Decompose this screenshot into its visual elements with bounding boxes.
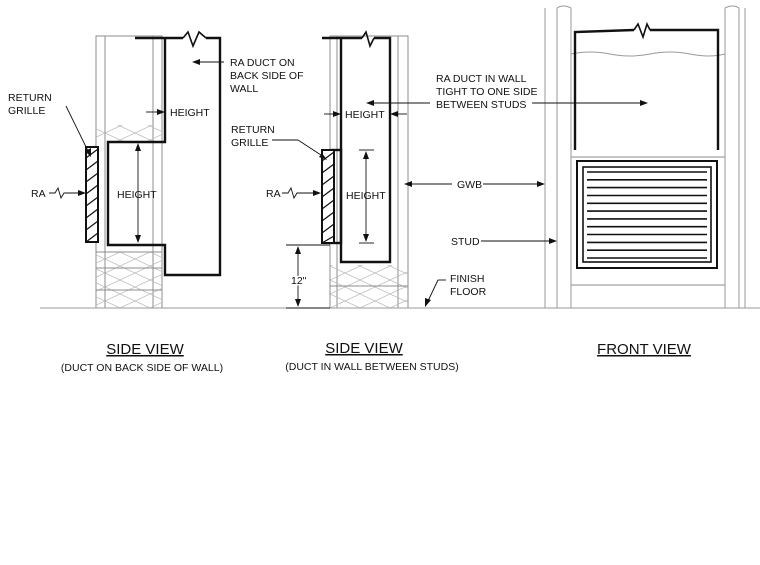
wall-framing-2 [329,35,409,309]
front-view-title: FRONT VIEW [597,341,692,358]
height-dim-top-1: HEIGHT [146,107,210,119]
grille-callout-2: RETURN GRILLE [231,124,327,160]
ra-duct-front [573,28,720,150]
side-view-2-title: SIDE VIEW [325,340,403,357]
return-grille-front [576,160,718,269]
height-dim-grille-1: HEIGHT [117,143,157,243]
wall-framing-1 [95,35,163,309]
break-symbol-2 [361,30,375,49]
height-label-top-1: HEIGHT [170,107,210,119]
dim-12-label: 12" [291,275,307,287]
stud-label: STUD [451,236,480,248]
svg-text:RA DUCT ON: RA DUCT ON [230,57,295,69]
side-view-1: HEIGHT HEIGHT RA DUCT ON BACK SIDE OF WA… [8,30,304,374]
finish-floor-line2: FLOOR [450,286,487,298]
front-view: RA DUCT IN WALL TIGHT TO ONE SIDE BETWEE… [366,5,746,358]
duct-label-1-line2: BACK SIDE OF [230,70,304,82]
duct-label-1-line3: WALL [230,83,258,95]
stud-callout: STUD [451,236,557,248]
front-duct-label-line2: TIGHT TO ONE SIDE [436,86,538,98]
side-view-2-subtitle: (DUCT IN WALL BETWEEN STUDS) [285,361,458,373]
dim-12-inch: 12" [286,244,330,309]
height-label-grille-1: HEIGHT [117,189,157,201]
return-grille-2 [321,148,343,245]
height-dim-top-2: HEIGHT [324,109,407,121]
ra-label-1: RA [31,188,46,200]
grille-slats [587,171,707,259]
grille-label-1-line1: RETURN [8,92,52,104]
side-view-2: HEIGHT HEIGHT 12" RETURN GRILLE [40,30,760,373]
ra-label-2: RA [266,188,281,200]
grille-label-2-line1: RETURN [231,124,275,136]
ra-arrow-1: RA [31,186,86,200]
wall-framing-front [544,5,746,308]
svg-text:WALL: WALL [230,83,258,95]
side-view-1-subtitle: (DUCT ON BACK SIDE OF WALL) [61,362,223,374]
svg-text:BACK SIDE OF: BACK SIDE OF [230,70,304,82]
height-label-top-2: HEIGHT [345,109,385,121]
duct-callout-1: RA DUCT ON BACK SIDE OF WALL [192,57,304,95]
grille-label-1-line2: GRILLE [8,105,45,117]
finish-floor-callout: FINISH FLOOR [425,273,487,307]
grille-label-2-line2: GRILLE [231,137,268,149]
grille-callout-1: RETURN GRILLE [8,92,91,157]
duct-callout-front: RA DUCT IN WALL TIGHT TO ONE SIDE BETWEE… [366,73,648,111]
break-symbol-front [633,21,651,40]
side-view-1-title: SIDE VIEW [106,341,184,358]
gwb-callout: GWB [404,179,545,191]
height-label-grille-2: HEIGHT [346,190,386,202]
front-duct-label-line1: RA DUCT IN WALL [436,73,527,85]
ra-duct-back-side [106,36,222,277]
gwb-label: GWB [457,179,482,191]
front-duct-label-line3: BETWEEN STUDS [436,99,526,111]
ra-arrow-2: RA [266,186,321,200]
break-symbol-1 [182,30,207,49]
finish-floor-line1: FINISH [450,273,484,285]
duct-label-1-line1: RA DUCT ON [230,57,295,69]
height-dim-grille-2: HEIGHT [346,149,386,244]
return-grille-1 [85,146,99,243]
